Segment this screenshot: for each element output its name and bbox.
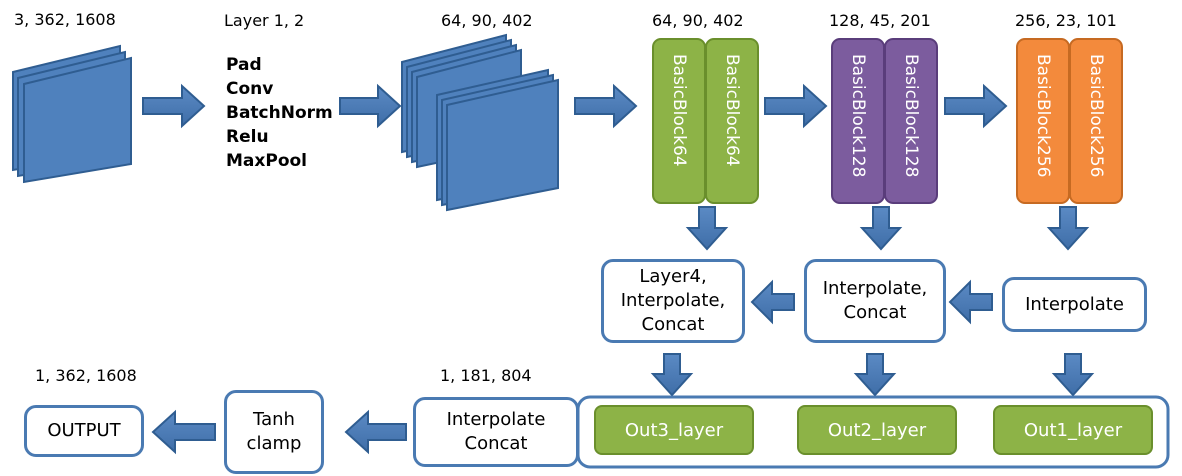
interp-concat2-line2: Concat [464,433,528,454]
left-arrows-middle [750,279,993,325]
right-arrows-top [142,83,1008,129]
interp-concat-line2: Concat [843,302,907,323]
interpolate-concat-final-box: Interpolate Concat [413,397,579,467]
basicblock128-a-label: BasicBlock128 [848,54,868,178]
output-shape-label: 1, 362, 1608 [35,366,137,385]
left-arrows-bottom [151,409,407,455]
layer12-label: Layer 1, 2 [224,11,305,30]
basicblock256-b-label: BasicBlock256 [1086,54,1106,178]
out1-layer: Out1_layer [993,405,1153,455]
output-box: OUTPUT [24,405,144,457]
basicblock256-b: BasicBlock256 [1069,38,1123,204]
op-conv: Conv [226,79,274,99]
basicblock256-a: BasicBlock256 [1016,38,1070,204]
basicblock128-b: BasicBlock128 [884,38,938,204]
out2-layer: Out2_layer [797,405,957,455]
interpolate-box: Interpolate [1002,277,1147,332]
basicblock128-a: BasicBlock128 [831,38,885,204]
interp-concat-line1: Interpolate, [822,278,928,299]
op-relu: Relu [226,127,269,147]
op-batchnorm: BatchNorm [226,103,333,123]
basicblock64-b: BasicBlock64 [705,38,759,204]
basicblock64-a-label: BasicBlock64 [669,54,689,167]
layer4-line2: Interpolate, [620,290,726,311]
tanh-clamp-box: Tanh clamp [224,390,324,474]
layer4-line1: Layer4, [639,266,707,287]
out3-layer-label: Out3_layer [624,419,724,441]
layer-ops-list: Pad Conv BatchNorm Relu MaxPool [226,53,333,173]
layer-feature-stack [401,33,559,212]
tanh-line1: Tanh [253,409,295,430]
basicblock64-b-label: BasicBlock64 [722,54,742,167]
interp-concat2-line1: Interpolate [446,409,546,430]
layer4-line3: Concat [641,314,705,335]
tanh-line2: clamp [246,433,302,454]
out2-layer-label: Out2_layer [827,419,927,441]
out3-layer: Out3_layer [594,405,754,455]
layer4-interpolate-concat-box: Layer4, Interpolate, Concat [601,259,745,343]
output-label: OUTPUT [47,420,121,441]
op-pad: Pad [226,55,262,75]
block128-shape-label: 128, 45, 201 [829,11,931,30]
block64-shape-label: 64, 90, 402 [652,11,744,30]
basicblock128-b-label: BasicBlock128 [901,54,921,178]
interpolate-label: Interpolate [1025,293,1124,315]
input-shape-label: 3, 362, 1608 [14,10,116,29]
out1-layer-label: Out1_layer [1023,419,1123,441]
layer-output-shape-label: 64, 90, 402 [441,11,533,30]
interpolate-concat-box: Interpolate, Concat [804,259,946,343]
op-maxpool: MaxPool [226,151,307,171]
interp-concat-shape-label: 1, 181, 804 [440,366,532,385]
down-arrows-blocks [685,206,1090,251]
basicblock256-a-label: BasicBlock256 [1033,54,1053,178]
basicblock64-a: BasicBlock64 [652,38,706,204]
down-arrows-outs [650,353,1095,397]
input-feature-stack [12,44,132,184]
block256-shape-label: 256, 23, 101 [1015,11,1117,30]
